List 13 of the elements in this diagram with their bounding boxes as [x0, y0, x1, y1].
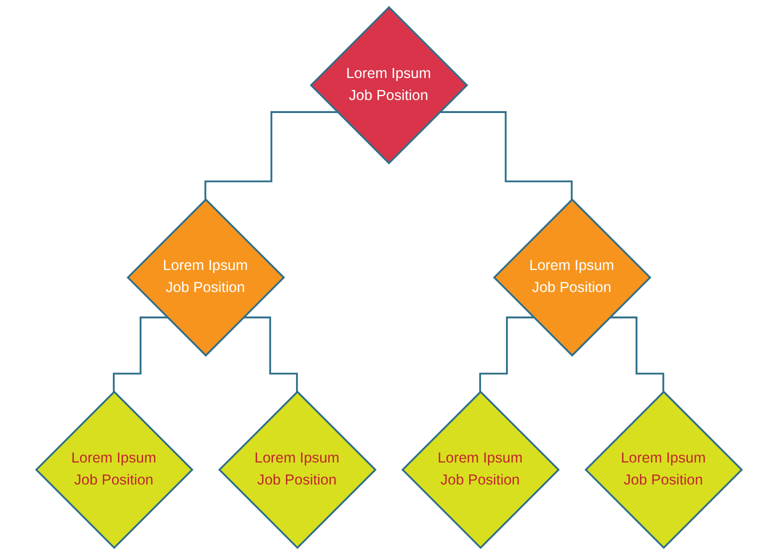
node-diamond: Lorem Ipsum Job Position: [309, 6, 468, 164]
node-diamond: Lorem Ipsum Job Position: [34, 390, 193, 549]
connector: [204, 111, 337, 200]
connector: [439, 111, 572, 200]
connector: [478, 316, 534, 393]
node-diamond: Lorem Ipsum Job Position: [126, 198, 285, 357]
node-diamond: Lorem Ipsum Job Position: [218, 390, 376, 549]
node-diamond: Lorem Ipsum Job Position: [492, 198, 651, 357]
connector: [609, 316, 664, 393]
node-diamond: Lorem Ipsum Job Position: [584, 390, 742, 549]
connector: [242, 316, 298, 393]
connector: [112, 316, 167, 393]
node-diamond: Lorem Ipsum Job Position: [400, 390, 560, 549]
